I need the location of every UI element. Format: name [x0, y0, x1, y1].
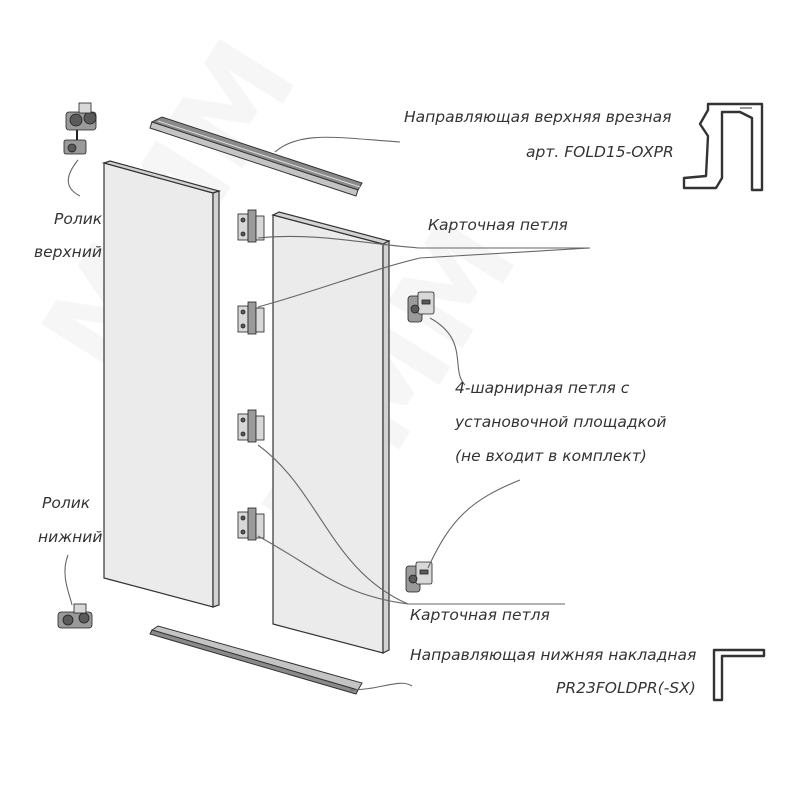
four-bar-hinge-icon	[407, 291, 435, 323]
door-panel-right	[271, 211, 391, 654]
card-hinge-top-label: Карточная петля	[428, 216, 568, 234]
card-hinge-icon	[237, 507, 265, 541]
bottom-rail-label-line1: Направляющая нижняя накладная	[410, 646, 696, 664]
card-hinge-bottom-label: Карточная петля	[410, 606, 550, 624]
four-bar-hinge-label-line1: 4-шарнирная петля с	[455, 379, 630, 397]
top-roller-icon	[63, 102, 97, 155]
bottom-rail	[149, 625, 363, 695]
bottom-roller-label-line1: Ролик	[42, 494, 91, 512]
bottom-roller-label-line2: нижний	[38, 528, 102, 546]
card-hinge-icon	[237, 209, 265, 243]
four-bar-hinge-label-line2: установочной площадкой	[454, 413, 667, 431]
card-hinge-icon	[237, 409, 265, 443]
top-rail	[149, 116, 363, 197]
card-hinge-icon	[237, 301, 265, 335]
top-rail-label-line2: арт. FOLD15-OXPR	[526, 143, 674, 161]
four-bar-hinge-label-line3: (не входит в комплект)	[455, 447, 647, 465]
bottom-roller-icon	[57, 603, 93, 629]
top-roller-label-line2: верхний	[34, 243, 102, 261]
top-roller-label-line1: Ролик	[54, 210, 103, 228]
top-rail-label-line1: Направляющая верхняя врезная	[404, 108, 672, 126]
bottom-rail-profile-icon	[712, 648, 766, 702]
door-panel-left	[101, 160, 222, 608]
leader-lines	[64, 136, 591, 691]
bottom-rail-label-line2: PR23FOLDPR(-SX)	[556, 679, 696, 697]
top-rail-profile-icon	[682, 102, 764, 192]
